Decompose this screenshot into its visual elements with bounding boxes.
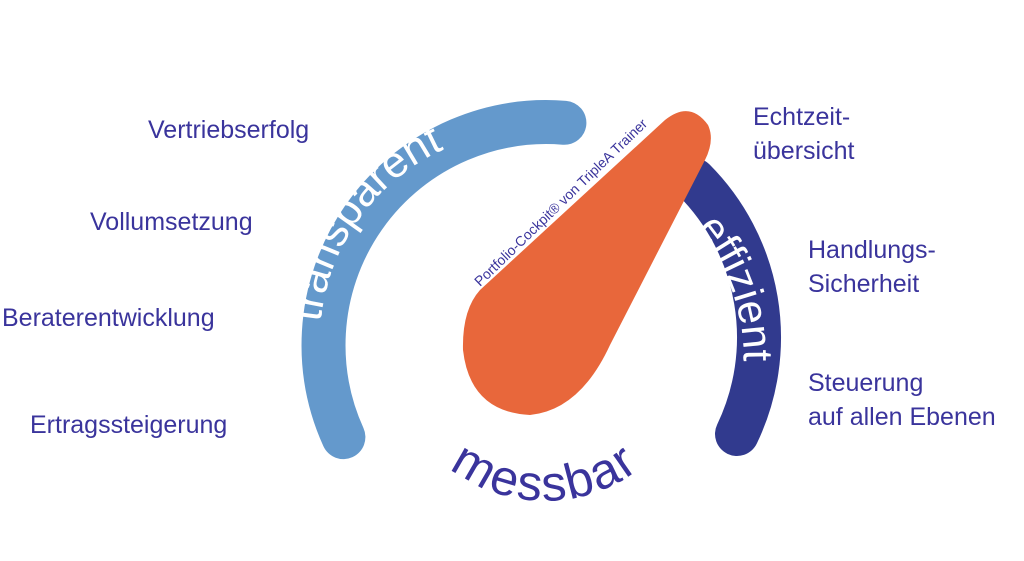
label-line: Steuerung (808, 369, 924, 397)
label-steuerung: Steuerung auf allen Ebenen (808, 366, 996, 434)
label-ertragssteigerung: Ertragssteigerung (30, 411, 228, 439)
needle (462, 111, 711, 415)
label-vertriebserfolg: Vertriebserfolg (148, 116, 310, 144)
label-line: Handlungs- (808, 236, 936, 264)
label-line: übersicht (753, 137, 855, 165)
label-echtzeit-uebersicht: Echtzeit- übersicht (753, 100, 854, 168)
label-line: Echtzeit- (753, 103, 851, 131)
label-line: auf allen Ebenen (808, 403, 996, 431)
label-handlungs-sicherheit: Handlungs- Sicherheit (808, 233, 936, 301)
messbar-label: messbar (443, 430, 647, 512)
label-vollumsetzung: Vollumsetzung (90, 208, 253, 236)
label-beraterentwicklung: Beraterentwicklung (2, 304, 215, 332)
label-line: Sicherheit (808, 270, 920, 298)
